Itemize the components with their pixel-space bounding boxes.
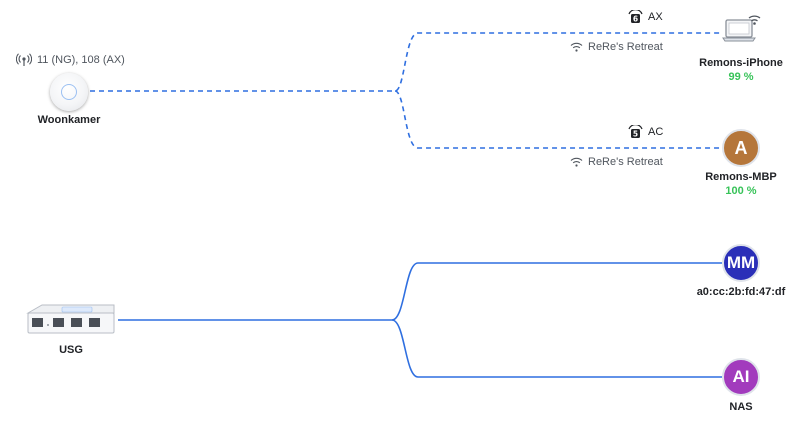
- ssid-iphone: ReRe's Retreat: [570, 41, 663, 53]
- protocol-text-mbp: AC: [648, 126, 664, 138]
- wifi-icon: [570, 42, 583, 52]
- wifi-icon: [570, 157, 583, 167]
- client-name-iphone[interactable]: Remons-iPhone: [699, 57, 783, 69]
- protocol-text-iphone: AX: [648, 11, 663, 23]
- ssid-text-iphone: ReRe's Retreat: [588, 41, 663, 53]
- wired-link-mm: [118, 262, 722, 321]
- avatar-mbp[interactable]: A: [722, 129, 760, 167]
- client-name-mbp[interactable]: Remons-MBP: [705, 171, 777, 183]
- access-point-icon[interactable]: [50, 73, 88, 111]
- wireless-link-mbp: [394, 90, 722, 149]
- wireless-link-iphone: [90, 32, 722, 92]
- client-name-nas[interactable]: NAS: [729, 401, 753, 413]
- protocol-badge-mbp: 5 AC: [628, 125, 663, 139]
- ssid-mbp: ReRe's Retreat: [570, 156, 663, 168]
- avatar-nas[interactable]: AI: [722, 358, 760, 396]
- client-name-mm[interactable]: a0:cc:2b:fd:47:df: [696, 286, 786, 298]
- ap-name[interactable]: Woonkamer: [37, 114, 101, 126]
- wifi6-icon: 6: [628, 10, 643, 23]
- ap-channels-text: 11 (NG), 108 (AX): [37, 54, 125, 66]
- svg-text:6: 6: [633, 14, 638, 23]
- wired-link-nas: [391, 319, 722, 378]
- ap-channels: 11 (NG), 108 (AX): [16, 53, 125, 67]
- ssid-text-mbp: ReRe's Retreat: [588, 156, 663, 168]
- avatar-mm[interactable]: MM: [722, 244, 760, 282]
- antenna-icon: [16, 53, 32, 66]
- signal-iphone: 99 %: [728, 71, 754, 83]
- laptop-wifi-icon[interactable]: [722, 12, 762, 46]
- svg-text:5: 5: [633, 129, 638, 138]
- wifi5-icon: 5: [628, 125, 643, 138]
- signal-mbp: 100 %: [725, 185, 757, 197]
- gateway-name[interactable]: USG: [59, 344, 83, 356]
- usg-gateway-icon[interactable]: [24, 303, 118, 337]
- protocol-badge-iphone: 6 AX: [628, 10, 663, 24]
